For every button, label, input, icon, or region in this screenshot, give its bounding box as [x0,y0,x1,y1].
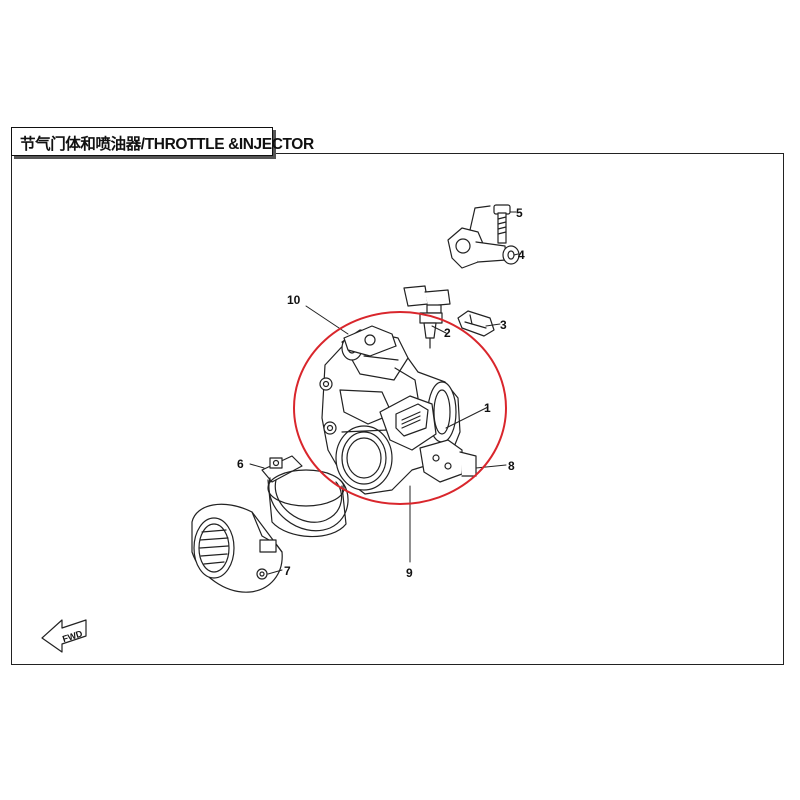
part-position-sensor[interactable] [379,395,437,451]
part-sensor-connector[interactable] [419,439,477,483]
highlight-circle [293,311,507,505]
part-fuel-elbow[interactable] [447,205,520,269]
callout-1: 1 [484,401,491,415]
fwd-arrow-icon [41,619,87,653]
part-clip[interactable] [457,310,495,337]
callout-3: 3 [500,318,507,332]
callout-6: 6 [237,457,244,471]
callout-4: 4 [518,248,525,262]
part-injector[interactable] [403,285,451,349]
callout-7: 7 [284,564,291,578]
part-cable-bracket[interactable] [343,325,397,357]
callout-2: 2 [444,326,451,340]
diagram-frame [11,153,784,665]
part-hose-clamp[interactable] [261,455,349,538]
callout-5: 5 [516,206,523,220]
page-title: 节气门体和喷油器/THROTTLE &INJECTOR [20,136,314,153]
callout-9: 9 [406,566,413,580]
part-bolt[interactable] [493,204,511,244]
callout-8: 8 [508,459,515,473]
title-box: 节气门体和喷油器/THROTTLE &INJECTOR [11,127,314,156]
part-intake-boot[interactable] [191,503,283,593]
callout-10: 10 [287,293,301,307]
